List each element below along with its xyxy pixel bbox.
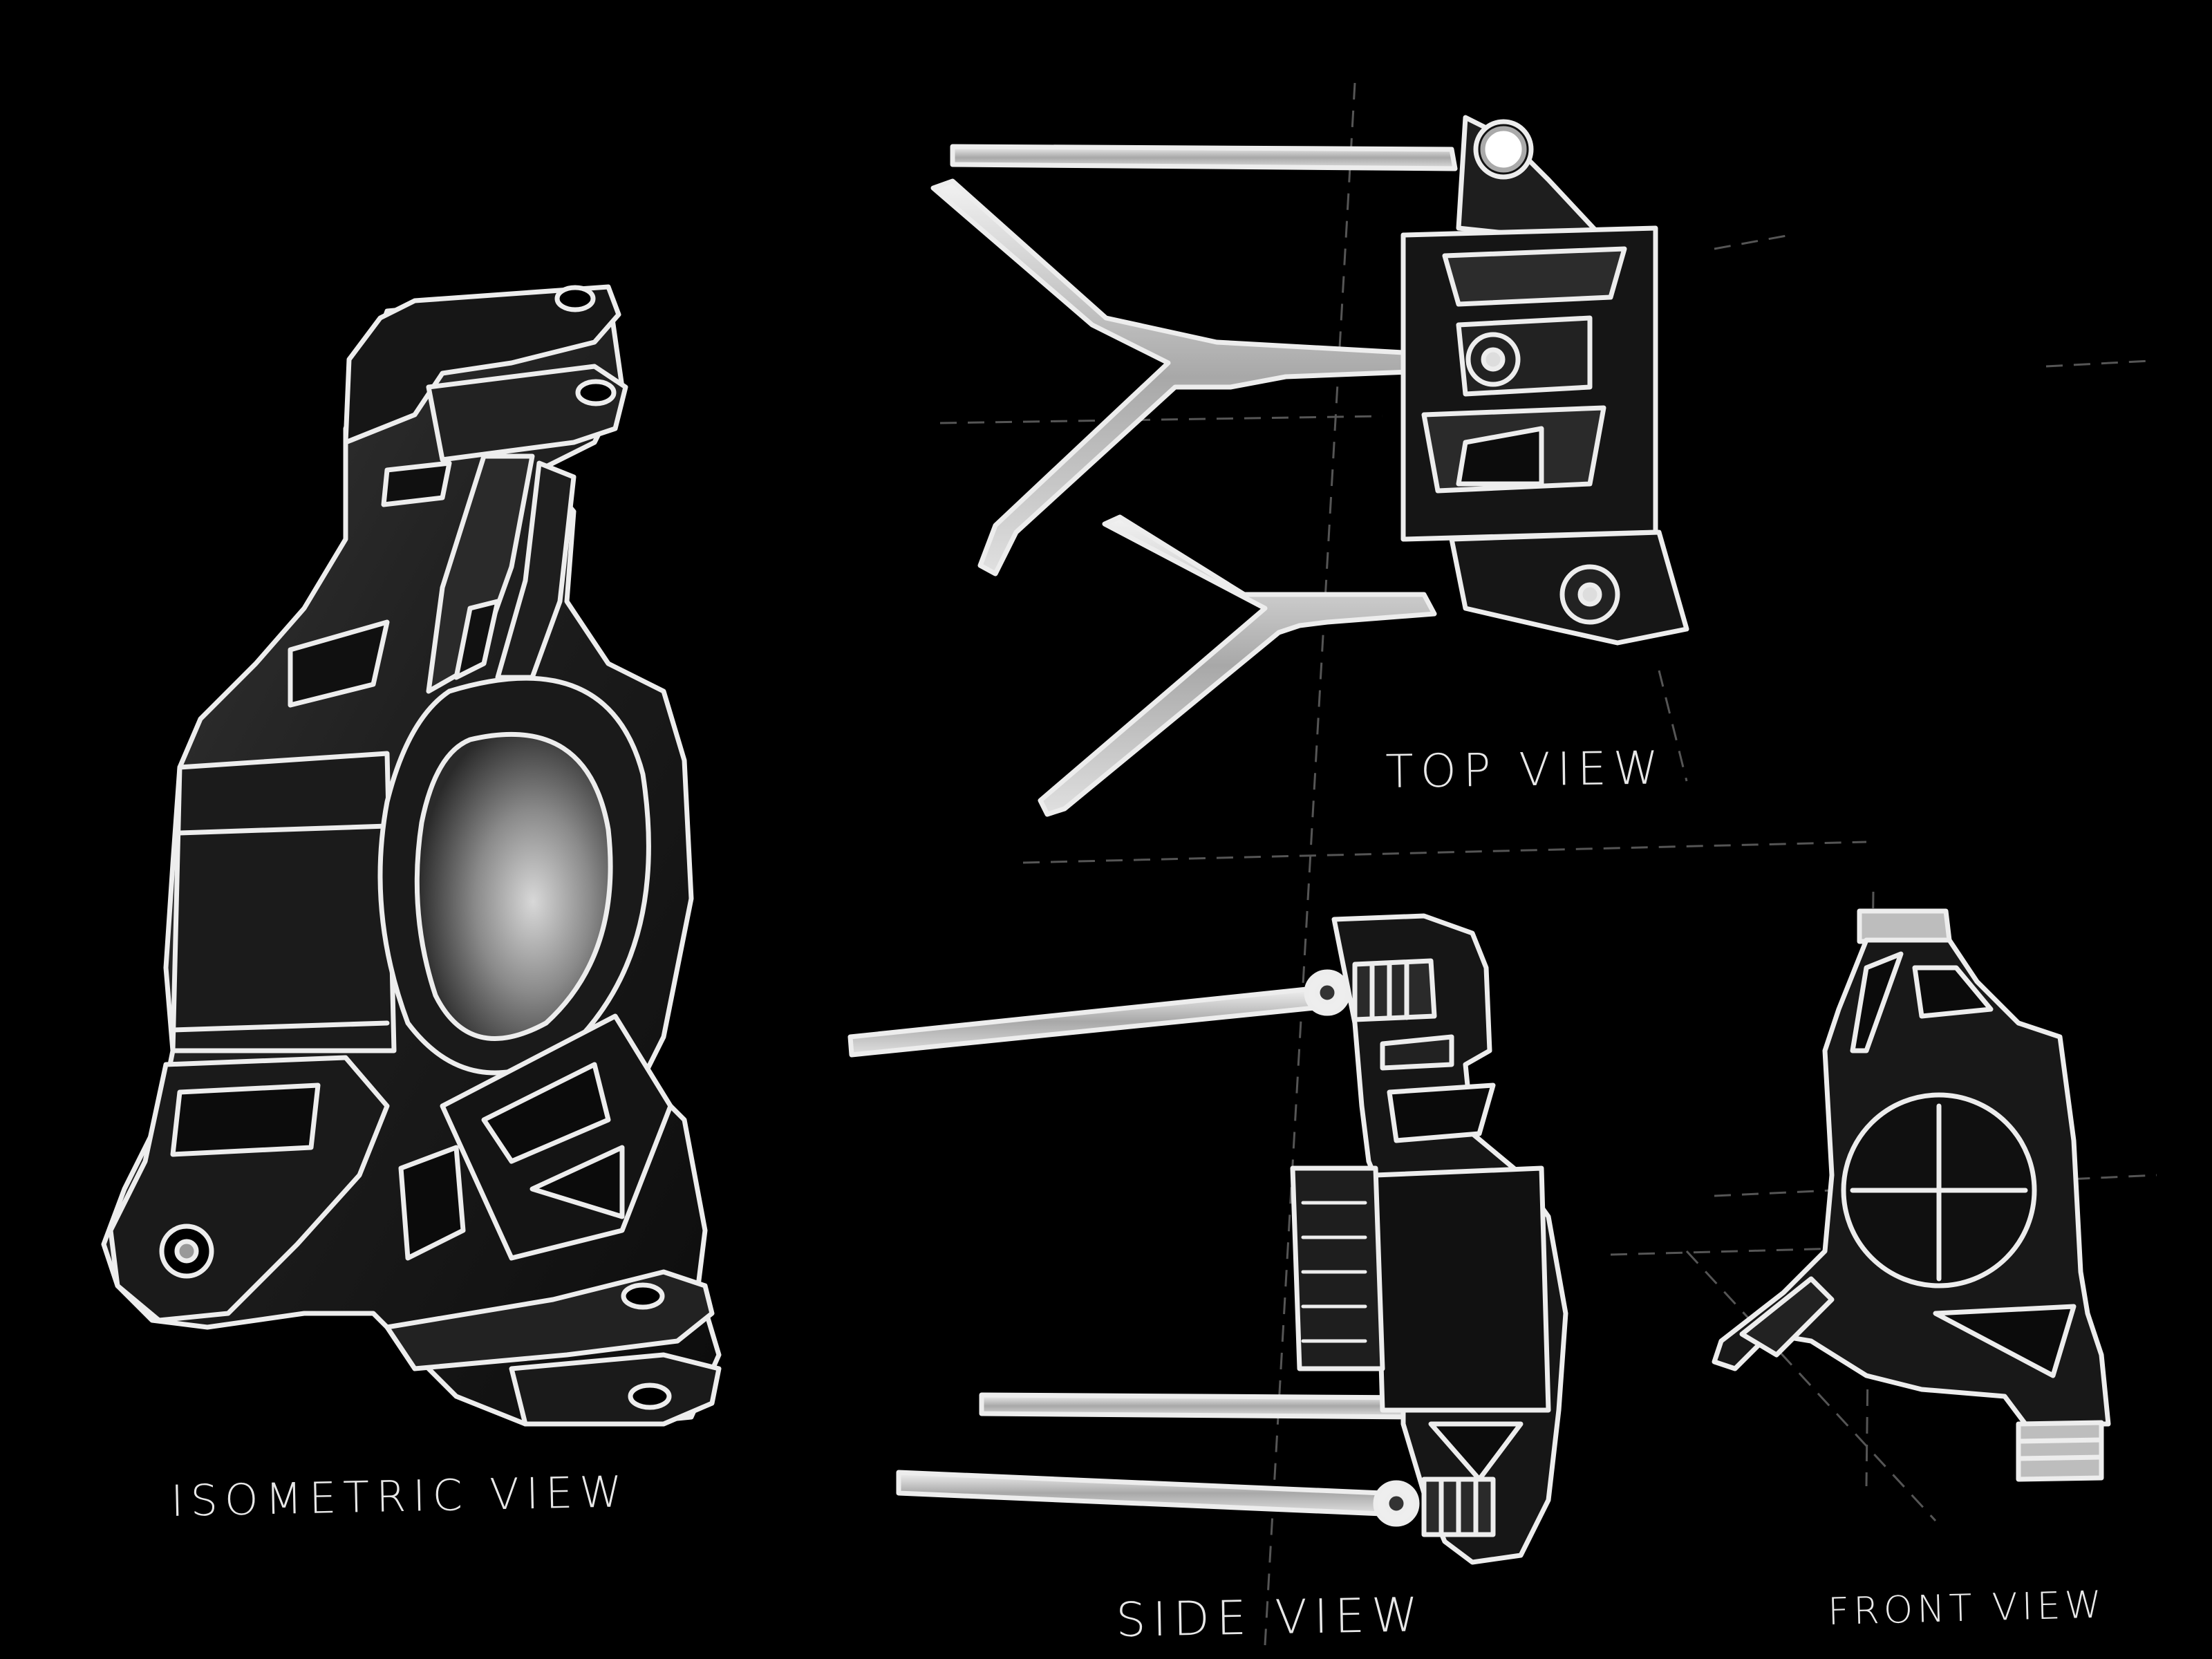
side-lower-rod-2 [896, 1470, 1385, 1517]
side-hub-block [1373, 1165, 1551, 1413]
iso-bore-inner [414, 732, 613, 1041]
front-bottom-pad [2016, 1420, 2104, 1482]
side-lower-rod-1 [979, 1392, 1420, 1420]
side-view-label: SIDE VIEW [1115, 1588, 1425, 1648]
top-upper-rod [950, 144, 1458, 171]
side-view-drawing [847, 913, 1568, 1565]
front-view-drawing [1712, 908, 2111, 1482]
iso-top-bracket [343, 284, 621, 445]
isometric-view-drawing [101, 284, 722, 1427]
top-upper-wishbone [930, 178, 1413, 577]
top-view-label: TOP VIEW [1385, 741, 1666, 798]
front-top-pad [1857, 908, 1952, 944]
front-lower-arm [1739, 1276, 1835, 1358]
side-hub-ribs [1301, 1201, 1367, 1343]
side-hub-cylinder [1290, 1165, 1385, 1371]
top-lower-wishbone [1038, 514, 1437, 817]
side-upper-rod [847, 986, 1318, 1058]
iso-hub-band [170, 751, 397, 1053]
front-view-label: FRONT VIEW [1827, 1582, 2106, 1633]
isometric-view-label: ISOMETRIC VIEW [170, 1466, 630, 1526]
top-view-drawing [930, 115, 1689, 817]
